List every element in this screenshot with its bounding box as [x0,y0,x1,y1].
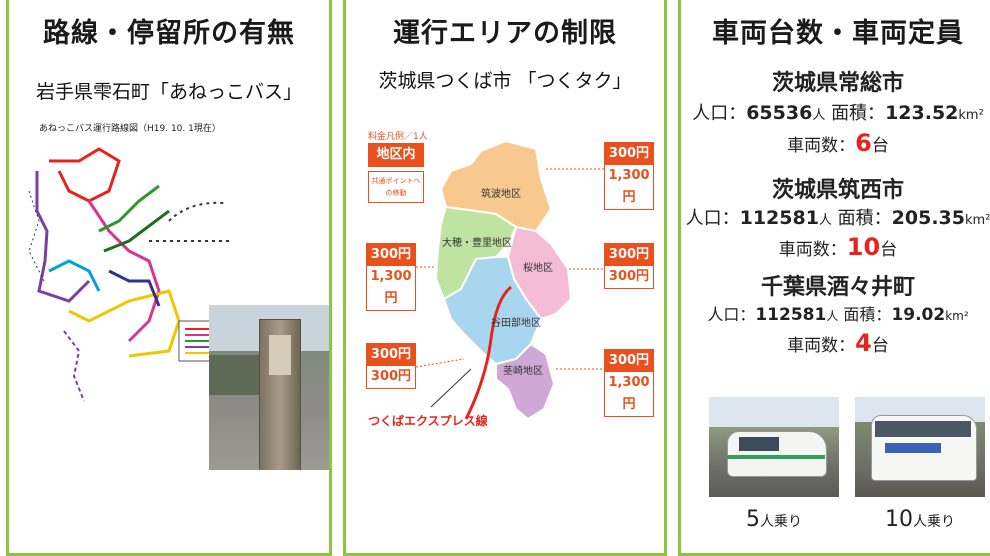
district-label-oho: 大穂・豊里地区 [442,238,512,249]
district-label-tsukuba: 筑波地区 [481,189,521,200]
district-map [415,139,604,421]
fare-legend-box: 地区内 [368,143,424,167]
fare-box-oho: 300円 1,300円 [366,243,416,311]
city-name: 茨城県筑西市 [771,178,904,203]
fare-box-kukizaki: 300円 1,300円 [604,349,654,417]
city-name: 茨城県常総市 [771,71,904,96]
tsukuba-express-line [464,285,513,420]
panel-title: 運行エリアの制限 [393,18,617,49]
vehicle-count: 車両数：4台 [787,329,889,357]
fare-legend-note: 共通ポイントへの移動 [368,171,424,203]
fare-box-yatabe: 300円 300円 [366,343,416,389]
panel-area-limit: 運行エリアの制限 茨城県つくば市 「つくタク」 料金凡例／1人 地区内 共通ポイ… [343,0,667,556]
fare-legend-label: 料金凡例／1人 [368,132,428,142]
city-stats: 人口：112581人 面積：205.35km² [685,207,990,229]
vehicle-count: 車両数：10台 [778,233,898,261]
city-stats: 人口：65536人 面積：123.52km² [692,102,984,124]
district-label-kukizaki: 茎崎地区 [503,366,543,377]
fare-box-sakura: 300円 300円 [604,243,654,289]
van-photo [855,397,985,497]
city-name: 千葉県酒々井町 [760,275,915,300]
vehicle-caption: 5人乗り [746,507,802,532]
vehicle-count: 車両数：6台 [787,129,889,157]
panel-vehicles: 車両台数・車両定員 茨城県常総市 人口：65536人 面積：123.52km² … [678,0,990,556]
district-label-yatabe: 谷田部地区 [491,318,541,329]
route-map-title: あねっこバス運行路線図（H19. 10. 1現在） [39,124,221,134]
bus-stop-photo [209,305,329,470]
panel-title: 路線・停留所の有無 [43,18,295,49]
taxi-photo [709,397,839,497]
district-label-sakura: 桜地区 [523,263,553,274]
district-yatabe-shape [442,256,543,366]
district-kukizaki-shape [495,342,556,421]
panel-subtitle: 岩手県雫石町「あねっこバス」 [35,81,302,103]
vehicle-caption: 10人乗り [885,507,955,532]
city-stats: 人口：112581人 面積：19.02km² [707,305,969,325]
panel-title: 車両台数・車両定員 [712,18,964,49]
fare-box-tsukuba: 300円 1,300円 [604,142,654,210]
panel-subtitle: 茨城県つくば市 「つくタク」 [378,70,632,92]
rail-label: つくばエクスプレス線 [368,414,488,428]
panel-route-stops: 路線・停留所の有無 岩手県雫石町「あねっこバス」 あねっこバス運行路線図（H19… [6,0,332,556]
